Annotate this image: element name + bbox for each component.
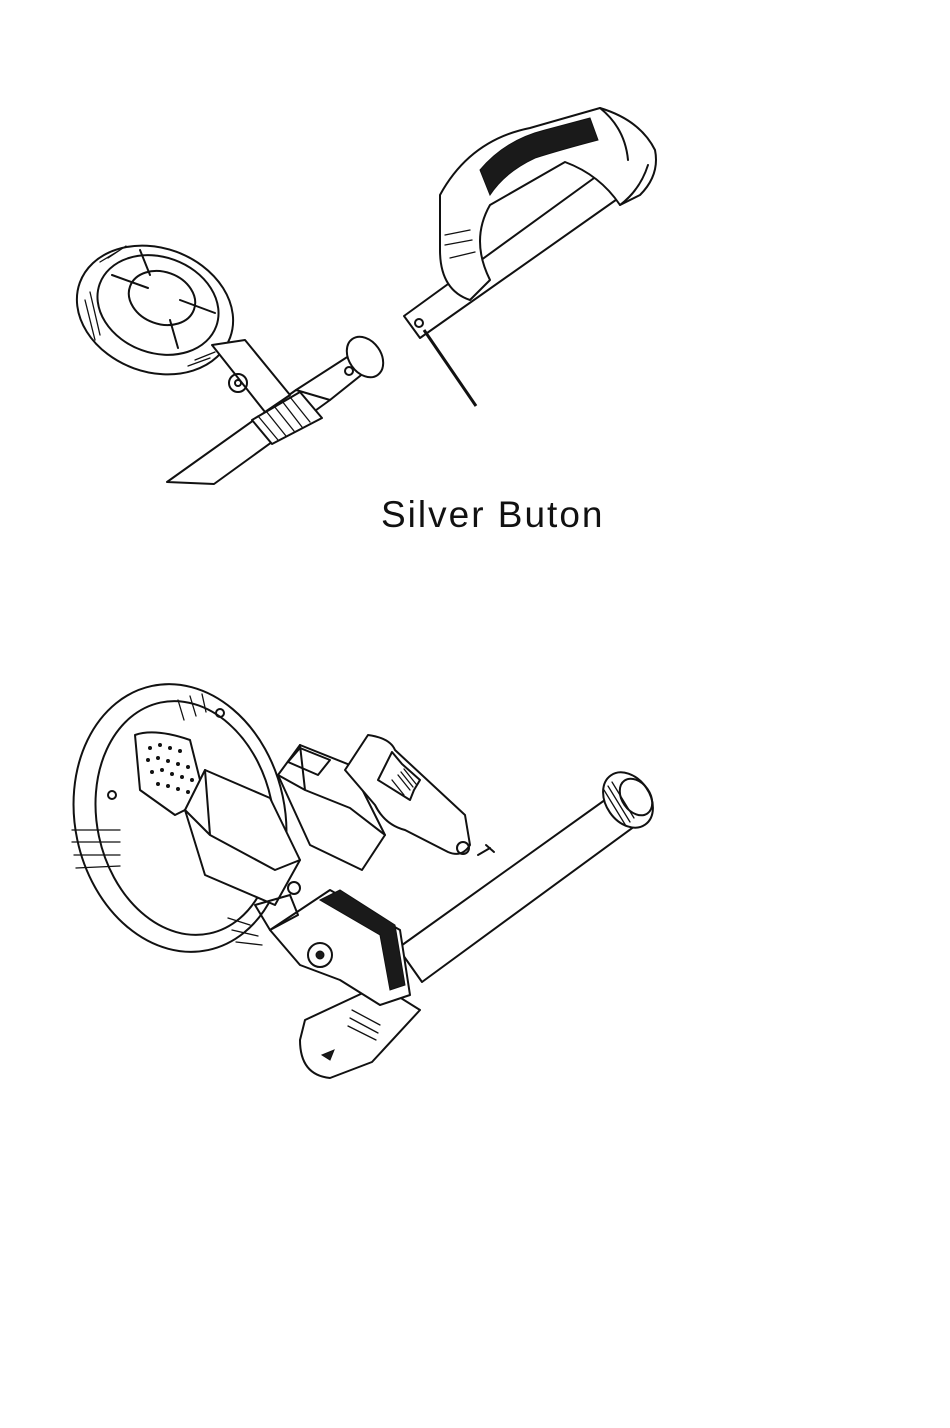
- silver-button-leader: [424, 330, 476, 406]
- armrest-plate: [300, 985, 420, 1078]
- silver-button-label: Silver Buton: [381, 496, 605, 533]
- handle-grip: [440, 108, 656, 300]
- coil-bracket: [212, 340, 290, 412]
- control-box-drawing: [0, 670, 950, 1100]
- shaft-handle-drawing: [0, 80, 950, 500]
- search-coil: [59, 224, 252, 395]
- assembly-illustration-bottom: [0, 670, 950, 1100]
- assembly-illustration-top: Silver Buton: [0, 80, 950, 500]
- upper-shaft: [404, 165, 630, 338]
